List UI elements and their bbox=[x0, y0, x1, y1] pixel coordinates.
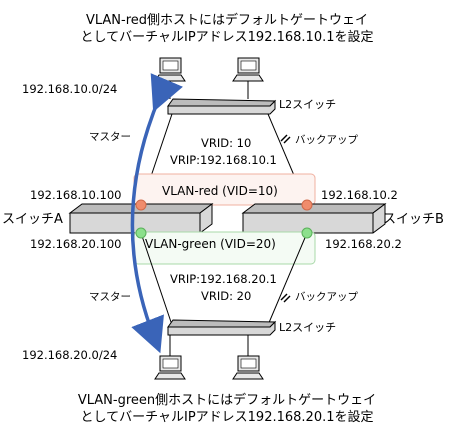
backup-break-top bbox=[280, 134, 291, 144]
switch-a-ip-green: 192.168.20.100 bbox=[30, 237, 121, 251]
vrid-red: VRID: 10 bbox=[201, 136, 251, 150]
host-top-left bbox=[154, 57, 186, 99]
link-bottom-backup bbox=[267, 232, 308, 326]
l2-switch-top bbox=[167, 98, 277, 115]
port-a-red-dot bbox=[135, 199, 147, 211]
backup-top-label: バックアップ bbox=[295, 134, 358, 146]
port-b-red-dot bbox=[301, 199, 313, 211]
port-a-green-dot bbox=[135, 227, 147, 239]
switch-a-label: スイッチA bbox=[2, 212, 63, 227]
l2-switch-bottom bbox=[167, 319, 277, 336]
vrip-red: VRIP:192.168.10.1 bbox=[170, 153, 277, 167]
title-top-line1: VLAN-red側ホストにはデフォルトゲートウェイ bbox=[86, 12, 368, 28]
title-top-line2: としてバーチャルIPアドレス192.168.10.1を設定 bbox=[81, 29, 374, 45]
vrip-green: VRIP:192.168.20.1 bbox=[170, 272, 277, 286]
vlan-green-label: VLAN-green (VID=20) bbox=[145, 237, 276, 251]
switch-b bbox=[241, 203, 387, 234]
backup-break-bottom bbox=[280, 293, 291, 303]
title-bottom-line1: VLAN-green側ホストにはデフォルトゲートウェイ bbox=[78, 392, 376, 408]
switch-b-ip-green: 192.168.20.2 bbox=[325, 237, 402, 251]
vlan-red-label: VLAN-red (VID=10) bbox=[162, 184, 278, 198]
backup-bottom-label: バックアップ bbox=[295, 291, 358, 303]
switch-b-label: スイッチB bbox=[383, 212, 444, 227]
subnet-bottom-label: 192.168.20.0/24 bbox=[22, 348, 117, 362]
failover-arrow bbox=[130, 73, 183, 354]
port-b-green-dot bbox=[301, 227, 313, 239]
vrid-green: VRID: 20 bbox=[201, 289, 251, 303]
switch-b-ip-red: 192.168.10.2 bbox=[321, 188, 398, 202]
host-bottom-left bbox=[154, 355, 186, 380]
subnet-top-label: 192.168.10.0/24 bbox=[22, 82, 117, 96]
master-top-label: マスター bbox=[89, 131, 131, 143]
host-top-right bbox=[232, 57, 264, 99]
title-bottom-line2: としてバーチャルIPアドレス192.168.20.1を設定 bbox=[81, 409, 374, 425]
l2-switch-top-label: L2スイッチ bbox=[279, 98, 336, 111]
switch-a-ip-red: 192.168.10.100 bbox=[30, 188, 121, 202]
l2-switch-bottom-label: L2スイッチ bbox=[279, 321, 336, 334]
master-bottom-label: マスター bbox=[89, 291, 131, 303]
host-bottom-right bbox=[232, 355, 264, 380]
